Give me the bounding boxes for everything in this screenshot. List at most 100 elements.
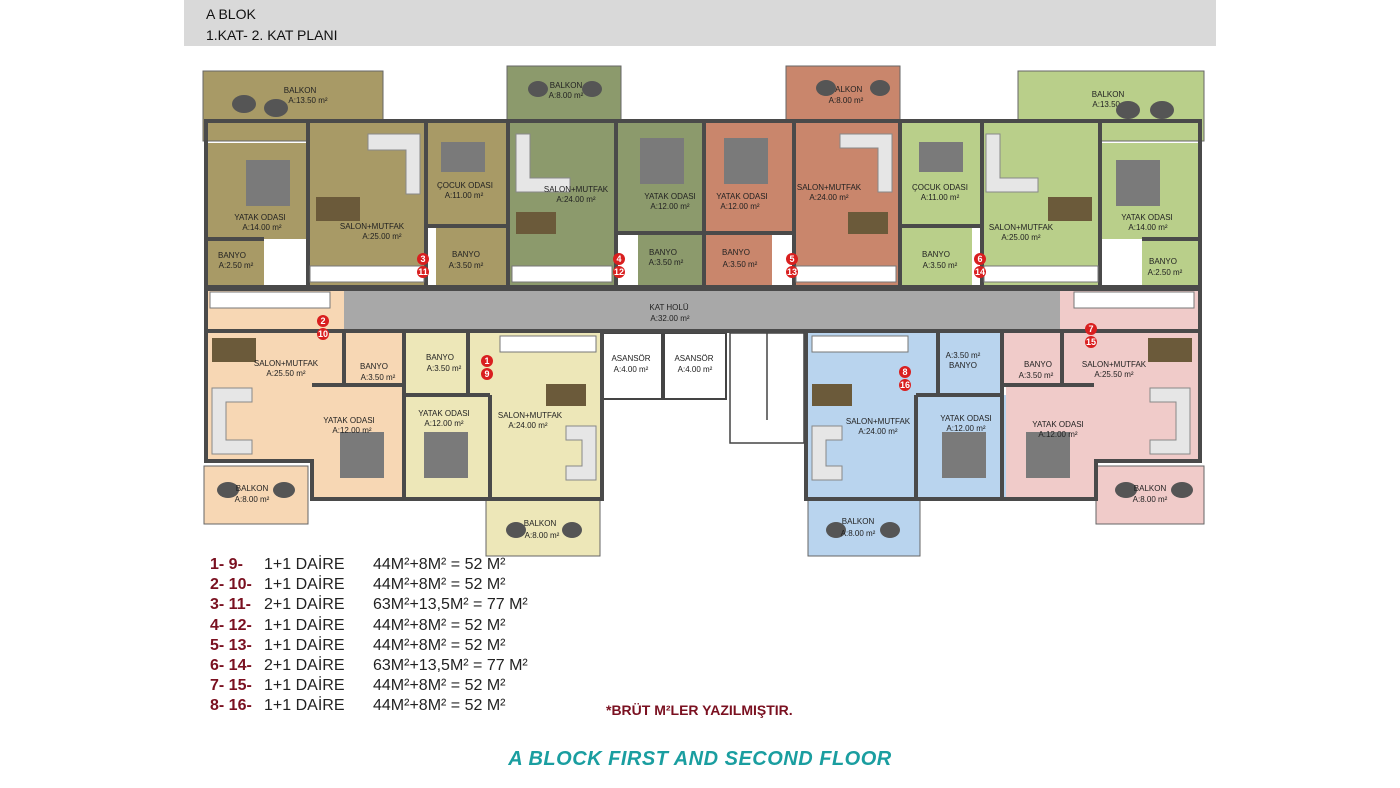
- badge-4: 4: [613, 253, 625, 265]
- svg-text:A:12.00 m²: A:12.00 m²: [332, 426, 371, 435]
- svg-text:YATAK ODASI: YATAK ODASI: [1032, 420, 1084, 429]
- svg-text:A:3.50 m²: A:3.50 m²: [427, 364, 462, 373]
- svg-text:4: 4: [616, 254, 621, 264]
- svg-text:YATAK ODASI: YATAK ODASI: [234, 213, 286, 222]
- svg-text:KAT HOLÜ: KAT HOLÜ: [649, 303, 688, 312]
- svg-text:A:25.50 m²: A:25.50 m²: [266, 369, 305, 378]
- svg-text:SALON+MUTFAK: SALON+MUTFAK: [498, 411, 563, 420]
- svg-text:BANYO: BANYO: [722, 248, 750, 257]
- svg-text:SALON+MUTFAK: SALON+MUTFAK: [989, 223, 1054, 232]
- block-title: A BLOK: [206, 6, 256, 22]
- furniture: [212, 197, 1192, 406]
- badge-5: 5: [786, 253, 798, 265]
- svg-text:14: 14: [975, 267, 985, 277]
- svg-text:6: 6: [977, 254, 982, 264]
- svg-text:A:8.00 m²: A:8.00 m²: [235, 495, 270, 504]
- svg-text:BALKON: BALKON: [1134, 484, 1167, 493]
- svg-text:A:25.00 m²: A:25.00 m²: [362, 232, 401, 241]
- svg-text:1: 1: [484, 356, 489, 366]
- badge-9: 9: [481, 368, 493, 380]
- balcony-top-2: BALKON A:8.00 m²: [506, 65, 622, 123]
- svg-text:A:11.00 m²: A:11.00 m²: [445, 191, 484, 200]
- svg-text:YATAK ODASI: YATAK ODASI: [716, 192, 768, 201]
- svg-text:BANYO: BANYO: [1149, 257, 1177, 266]
- svg-text:BANYO: BANYO: [1024, 360, 1052, 369]
- svg-text:YATAK ODASI: YATAK ODASI: [323, 416, 375, 425]
- svg-text:BANYO: BANYO: [922, 250, 950, 259]
- svg-text:BANYO: BANYO: [949, 361, 977, 370]
- room-area: A:13.50 m²: [1092, 100, 1131, 109]
- room-name: BALKON: [830, 85, 863, 94]
- room-area: A:8.00 m²: [549, 91, 584, 100]
- header-bar: A BLOK 1.KAT- 2. KAT PLANI: [184, 0, 1216, 46]
- svg-text:A:2.50 m²: A:2.50 m²: [1148, 268, 1183, 277]
- svg-text:SALON+MUTFAK: SALON+MUTFAK: [1082, 360, 1147, 369]
- floor-subtitle: 1.KAT- 2. KAT PLANI: [206, 27, 338, 43]
- badge-8: 8: [899, 366, 911, 378]
- badge-10: 10: [317, 328, 329, 340]
- room-name: BALKON: [550, 81, 583, 90]
- gross-area-note: *BRÜT M²LER YAZILMIŞTIR.: [606, 702, 793, 718]
- svg-text:ASANSÖR: ASANSÖR: [674, 354, 713, 363]
- floor-plan: BALKON A:13.50 m² BALKON A:8.00 m² BALKO…: [202, 65, 1205, 557]
- svg-text:A:24.00 m²: A:24.00 m²: [809, 193, 848, 202]
- svg-text:3: 3: [420, 254, 425, 264]
- svg-text:ÇOCUK ODASI: ÇOCUK ODASI: [912, 183, 968, 192]
- svg-text:A:25.50 m²: A:25.50 m²: [1094, 370, 1133, 379]
- room-name: BALKON: [284, 86, 317, 95]
- badge-12: 12: [613, 266, 625, 278]
- svg-text:A:3.50 m²: A:3.50 m²: [923, 261, 958, 270]
- footer-title: A BLOCK FIRST AND SECOND FLOOR: [508, 748, 892, 770]
- svg-text:SALON+MUTFAK: SALON+MUTFAK: [254, 359, 319, 368]
- svg-text:A:3.50 m²: A:3.50 m²: [361, 373, 396, 382]
- svg-text:A:32.00 m²: A:32.00 m²: [650, 314, 689, 323]
- svg-text:A:12.00 m²: A:12.00 m²: [424, 419, 463, 428]
- svg-text:2: 2: [320, 316, 325, 326]
- svg-text:A:14.00 m²: A:14.00 m²: [1128, 223, 1167, 232]
- svg-text:BALKON: BALKON: [236, 484, 269, 493]
- svg-text:A:12.00 m²: A:12.00 m²: [720, 202, 759, 211]
- svg-text:SALON+MUTFAK: SALON+MUTFAK: [544, 185, 609, 194]
- svg-text:A:3.50 m²: A:3.50 m²: [723, 260, 758, 269]
- svg-text:A:12.00 m²: A:12.00 m²: [946, 424, 985, 433]
- svg-text:BANYO: BANYO: [360, 362, 388, 371]
- svg-text:11: 11: [418, 267, 428, 277]
- room-labels: YATAK ODASI A:14.00 m² SALON+MUTFAK A:25…: [218, 181, 1183, 540]
- svg-text:ÇOCUK ODASI: ÇOCUK ODASI: [437, 181, 493, 190]
- svg-text:A:14.00 m²: A:14.00 m²: [242, 223, 281, 232]
- badge-11: 11: [417, 266, 429, 278]
- room-name: BALKON: [1092, 90, 1125, 99]
- svg-text:A:3.50 m²: A:3.50 m²: [649, 258, 684, 267]
- svg-text:SALON+MUTFAK: SALON+MUTFAK: [340, 222, 405, 231]
- svg-text:8: 8: [902, 367, 907, 377]
- svg-text:A:25.00 m²: A:25.00 m²: [1001, 233, 1040, 242]
- svg-text:5: 5: [789, 254, 794, 264]
- svg-text:ASANSÖR: ASANSÖR: [611, 354, 650, 363]
- apartment-badges: 3 11 4 12 5 13 6 14 2 10 1 9 8 16 7 15: [317, 253, 1097, 391]
- svg-text:BANYO: BANYO: [426, 353, 454, 362]
- svg-text:A:4.00 m²: A:4.00 m²: [678, 365, 713, 374]
- svg-text:BANYO: BANYO: [649, 248, 677, 257]
- badge-7: 7: [1085, 323, 1097, 335]
- svg-text:A:12.00 m²: A:12.00 m²: [1038, 430, 1077, 439]
- svg-text:A:24.00 m²: A:24.00 m²: [556, 195, 595, 204]
- svg-text:A:3.50 m²: A:3.50 m²: [946, 351, 981, 360]
- badge-15: 15: [1085, 336, 1097, 348]
- badge-16: 16: [899, 379, 911, 391]
- room-area: A:8.00 m²: [829, 96, 864, 105]
- svg-text:YATAK ODASI: YATAK ODASI: [418, 409, 470, 418]
- svg-text:A:2.50 m²: A:2.50 m²: [219, 261, 254, 270]
- svg-text:7: 7: [1088, 324, 1093, 334]
- svg-text:A:3.50 m²: A:3.50 m²: [449, 261, 484, 270]
- badge-13: 13: [786, 266, 798, 278]
- svg-text:BANYO: BANYO: [452, 250, 480, 259]
- svg-text:A:11.00 m²: A:11.00 m²: [921, 193, 960, 202]
- badge-6: 6: [974, 253, 986, 265]
- svg-text:A:24.00 m²: A:24.00 m²: [858, 427, 897, 436]
- svg-text:YATAK ODASI: YATAK ODASI: [644, 192, 696, 201]
- svg-text:12: 12: [614, 267, 624, 277]
- svg-text:13: 13: [787, 267, 797, 277]
- svg-text:A:8.00 m²: A:8.00 m²: [525, 531, 560, 540]
- beds: [246, 138, 1160, 478]
- svg-text:YATAK ODASI: YATAK ODASI: [1121, 213, 1173, 222]
